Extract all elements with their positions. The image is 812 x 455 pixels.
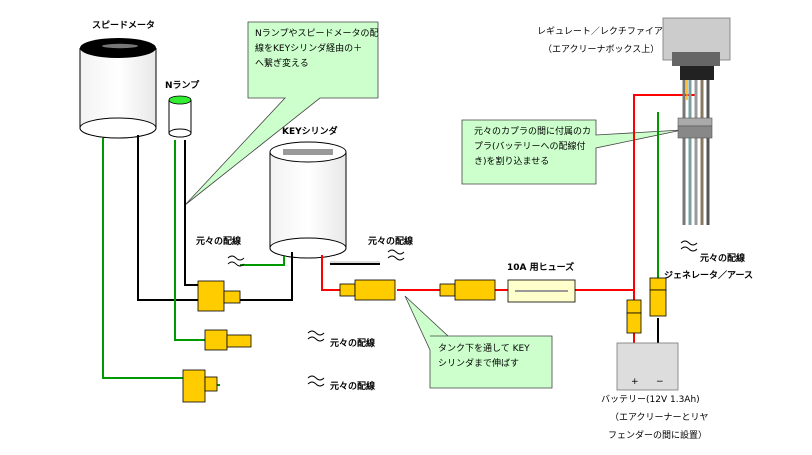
callout-top-bubble	[184, 21, 379, 206]
callout-top-line-2: 線をKEYシリンダ経由の＋	[255, 44, 363, 54]
connector-gen-b	[649, 289, 667, 317]
n-lamp	[168, 95, 192, 138]
battery-label-line-3: フェンダーの間に設置）	[608, 431, 708, 441]
connector-mid	[204, 329, 228, 351]
connector-bat-plus-b	[626, 312, 642, 334]
callout-coupler-line-2: プラ(バッテリーへの配線付	[474, 142, 586, 152]
key-cylinder-label: KEYシリンダ	[282, 127, 338, 137]
callout-tank-line-1: タンク下を通して KEY	[438, 344, 530, 354]
original-wiring-label-3: 元々の配線	[330, 339, 376, 349]
fuse	[507, 279, 576, 303]
original-wiring-label-4: 元々の配線	[330, 382, 376, 392]
original-wiring-label-1: 元々の配線	[196, 237, 242, 247]
connector-red-1	[339, 283, 356, 297]
battery-minus-sign: −	[656, 377, 664, 387]
original-wiring-label-2: 元々の配線	[368, 237, 414, 247]
connector-key-1	[197, 280, 225, 312]
connectors	[182, 277, 667, 403]
original-wiring-label-5: 元々の配線	[700, 254, 746, 264]
callout-tank-line-2: シリンダまで伸ばす	[438, 359, 520, 369]
red-wires	[321, 94, 695, 343]
speedometer-label: スピードメータ	[92, 21, 156, 31]
connector-red-2	[439, 283, 456, 297]
connector-bat-plus	[626, 299, 642, 314]
connector-red-1b	[354, 279, 396, 301]
battery	[616, 342, 679, 391]
green-wires	[102, 112, 659, 386]
connector-mid-b	[226, 334, 252, 348]
connector-low	[182, 369, 206, 403]
cut-symbols	[227, 240, 698, 387]
n-lamp-label: Nランプ	[165, 81, 200, 91]
callout-coupler-line-3: き)を割り込ませる	[474, 157, 550, 167]
connector-red-2b	[454, 279, 496, 301]
cut-wire	[330, 261, 659, 343]
battery-label-line-1: バッテリー(12V 1.3Ah)	[601, 395, 700, 405]
speedometer	[79, 38, 157, 139]
fuse-label: 10A 用ヒューズ	[507, 263, 575, 273]
regulator-label-line-1: レギュレート／レクチファイア	[537, 27, 663, 37]
connector-key-1b	[223, 290, 241, 304]
callout-tank-bubble	[404, 295, 553, 389]
key-cylinder	[269, 141, 347, 259]
regulator-label-line-2: （エアクリーナボックス上）	[543, 45, 660, 55]
generator-earth-label: ジェネレータ／アース	[664, 271, 754, 281]
battery-plus-sign: +	[631, 377, 639, 387]
connector-low-b	[204, 376, 218, 392]
regulator-rectifier	[662, 17, 731, 225]
battery-label-line-2: （エアクリーナーとリヤ	[610, 413, 709, 423]
callout-top-line-3: へ繋ぎ変える	[255, 59, 309, 69]
callout-coupler-text: 元々のカプラの間に付属のカ プラ(バッテリーへの配線付 き)を割り込ませる	[474, 125, 591, 170]
callout-coupler-bubble	[461, 119, 683, 185]
callout-tank-text: タンク下を通して KEY シリンダまで伸ばす	[438, 342, 530, 372]
callout-top-text: Nランプやスピードメータの配 線をKEYシリンダ経由の＋ へ繋ぎ変える	[255, 27, 378, 72]
black-wires	[137, 135, 293, 301]
callout-top-line-1: Nランプやスピードメータの配	[255, 29, 379, 39]
callout-coupler-line-1: 元々のカプラの間に付属のカ	[474, 127, 592, 137]
